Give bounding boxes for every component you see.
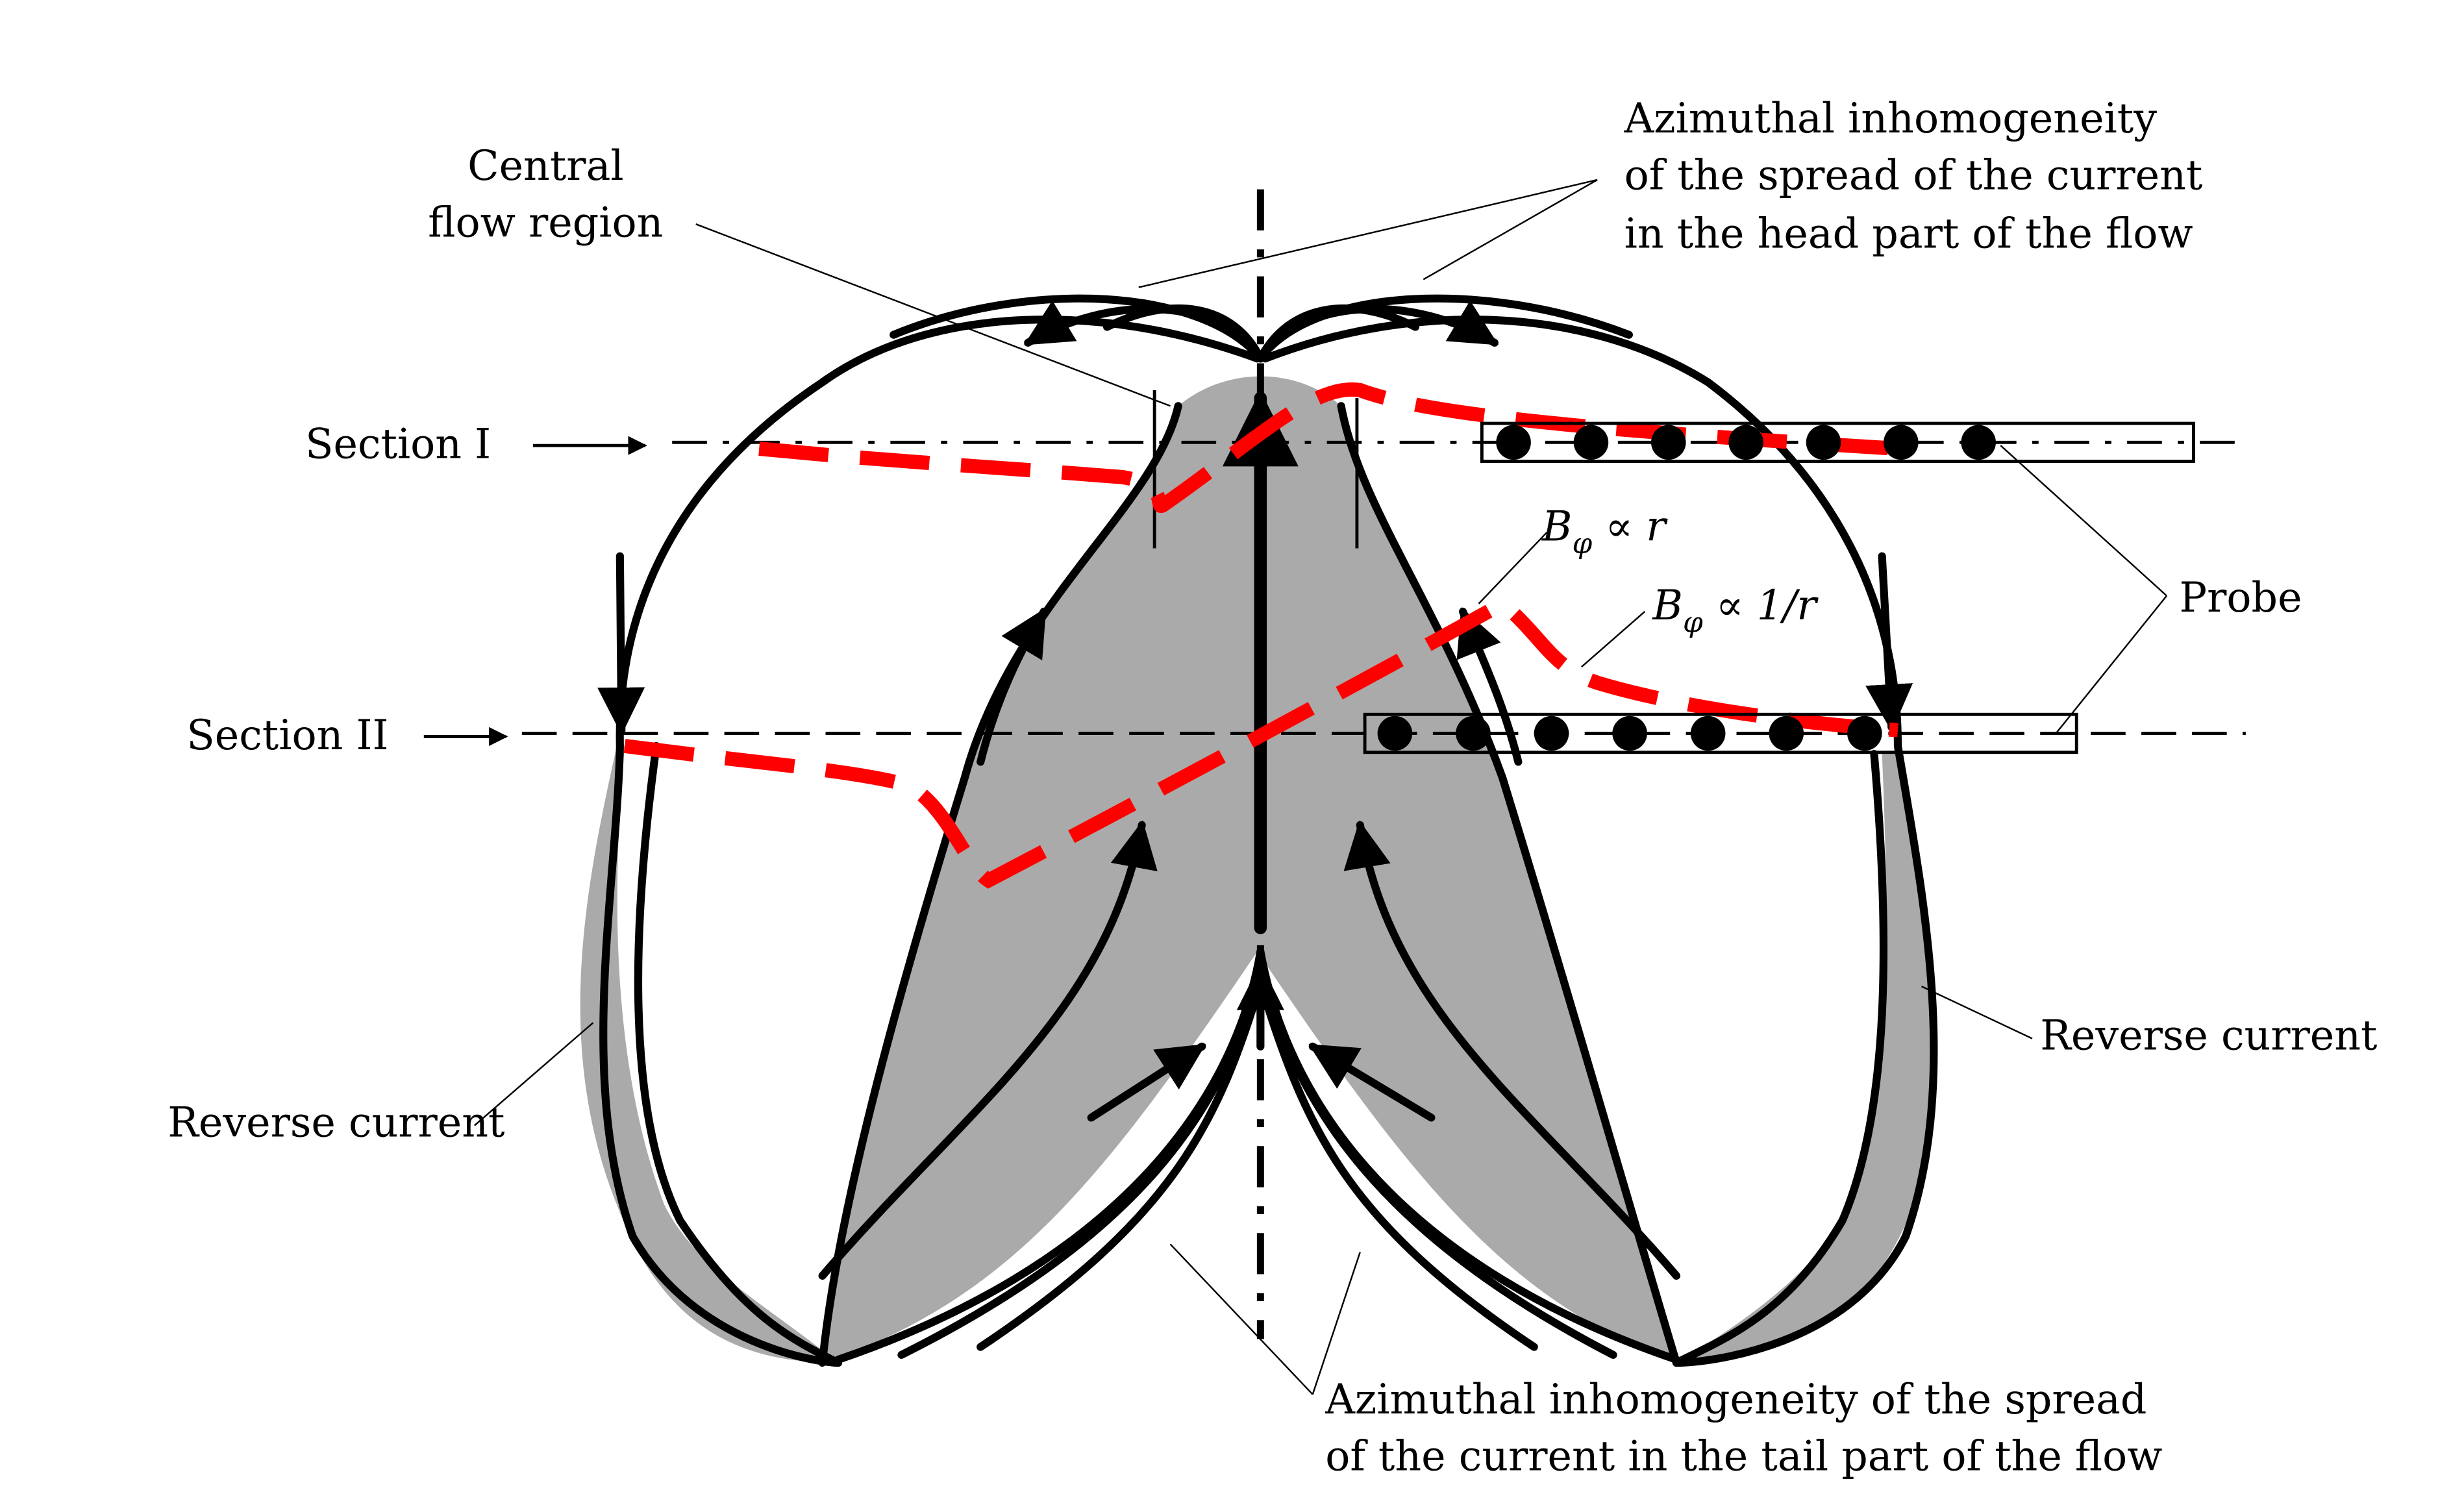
field-profile-section-1	[758, 382, 1898, 514]
probe-dot	[1806, 425, 1841, 460]
probe-dot	[1961, 425, 1996, 460]
probe-dot	[1573, 425, 1609, 460]
b-phi-inv-r-label: Bφ ∝ 1/r	[1652, 581, 1819, 639]
probe-dot	[1728, 425, 1763, 460]
reverse-channel-left	[580, 746, 838, 1363]
labels: Central flow region Azimuthal inhomogene…	[168, 94, 2377, 1480]
field-profile-section-2	[623, 595, 1898, 889]
probe-dot	[1769, 715, 1804, 751]
probe-dot	[1884, 425, 1919, 460]
current-lines	[597, 294, 1938, 1367]
central-channel	[822, 376, 1676, 1363]
reverse-current-right-label: Reverse current	[2040, 1012, 2377, 1060]
section1-markers	[1152, 390, 1359, 549]
probe-section-1	[1480, 421, 2195, 463]
section-pointers	[423, 436, 647, 746]
leader-lines	[473, 179, 2168, 1395]
field-profiles	[623, 382, 1898, 889]
probe-dot	[1534, 715, 1569, 751]
azimuthal-head-label-line3: in the head part of the flow	[1624, 210, 2193, 258]
probe-dot	[1650, 425, 1686, 460]
central-flow-label-line1: Central	[467, 142, 623, 190]
reverse-current-left-label: Reverse current	[168, 1099, 504, 1147]
probe-dot	[1612, 715, 1647, 751]
azimuthal-tail-label-line1: Azimuthal inhomogeneity of the spread	[1325, 1375, 2147, 1423]
flow-channels	[580, 376, 1936, 1363]
probe-dot	[1496, 425, 1531, 460]
azimuthal-head-label-line1: Azimuthal inhomogeneity	[1624, 94, 2158, 142]
probe-dot	[1690, 715, 1726, 751]
probe-dot	[1456, 715, 1491, 751]
azimuthal-head-label-line2: of the spread of the current	[1624, 151, 2203, 199]
probe-label: Probe	[2180, 573, 2302, 621]
probe-section-2	[1363, 712, 2078, 754]
probe-dot	[1847, 715, 1882, 751]
section-2-label: Section II	[186, 711, 388, 759]
azimuthal-tail-label-line2: of the current in the tail part of the f…	[1325, 1432, 2162, 1480]
central-flow-label-line2: flow region	[428, 199, 663, 247]
probe-dot	[1377, 715, 1413, 751]
probe-section-1-dots	[1496, 425, 1996, 460]
reverse-channel-right	[1676, 754, 1936, 1363]
probe-section-2-dots	[1377, 715, 1882, 751]
section-1-label: Section I	[305, 420, 491, 468]
b-phi-r-label: Bφ ∝ r	[1541, 502, 1668, 560]
